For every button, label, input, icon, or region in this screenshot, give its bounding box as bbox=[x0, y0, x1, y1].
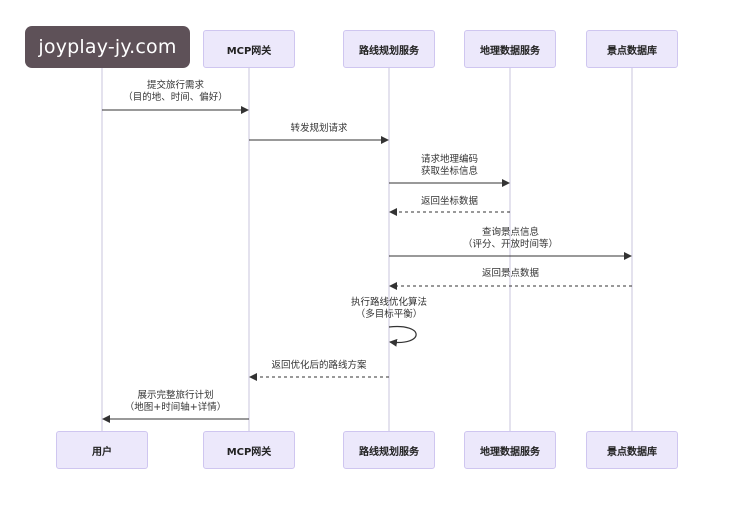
participant-label: 用户 bbox=[92, 446, 112, 458]
message-label-5: 查询景点信息（评分、开放时间等） bbox=[463, 227, 558, 251]
message-text-line: 执行路线优化算法 bbox=[350, 297, 428, 308]
watermark: joyplay-jy.com bbox=[25, 26, 190, 68]
message-text-line: 查询景点信息 bbox=[481, 227, 540, 238]
participant-label: MCP网关 bbox=[226, 446, 272, 458]
message-text-line: 获取坐标信息 bbox=[420, 166, 479, 177]
message-text-line: 返回优化后的路线方案 bbox=[271, 360, 367, 371]
participant-label: MCP网关 bbox=[226, 45, 272, 57]
message-arrow-self bbox=[388, 325, 417, 347]
participant-gateway-bottom: MCP网关 bbox=[203, 431, 295, 469]
participant-label: 路线规划服务 bbox=[359, 45, 419, 57]
message-label-4: 返回坐标数据 bbox=[421, 196, 478, 208]
message-text-line: 展示完整旅行计划 bbox=[137, 390, 214, 401]
message-text-line: （地图+时间轴+详情） bbox=[124, 402, 227, 413]
message-label-8: 返回优化后的路线方案 bbox=[271, 360, 366, 372]
message-label-9: 展示完整旅行计划（地图+时间轴+详情） bbox=[125, 390, 226, 414]
message-label-3: 请求地理编码获取坐标信息 bbox=[421, 154, 478, 178]
participant-poi-bottom: 景点数据库 bbox=[586, 431, 678, 469]
message-label-2: 转发规划请求 bbox=[290, 123, 347, 135]
message-text-line: 提交旅行需求 bbox=[146, 80, 205, 91]
participant-poi-top: 景点数据库 bbox=[586, 30, 678, 68]
participant-gateway-top: MCP网关 bbox=[203, 30, 295, 68]
message-text-line: 请求地理编码 bbox=[420, 154, 479, 165]
participant-user-bottom: 用户 bbox=[56, 431, 148, 469]
message-text-line: （目的地、时间、偏好） bbox=[123, 92, 228, 103]
message-label-1: 提交旅行需求（目的地、时间、偏好） bbox=[123, 80, 228, 104]
participant-label: 路线规划服务 bbox=[359, 446, 419, 458]
participant-planner-bottom: 路线规划服务 bbox=[343, 431, 435, 469]
message-text-line: 返回景点数据 bbox=[481, 268, 540, 279]
message-text-line: 返回坐标数据 bbox=[420, 196, 479, 207]
message-text-line: （多目标平衡） bbox=[355, 309, 423, 320]
watermark-text: joyplay-jy.com bbox=[38, 36, 177, 58]
message-label-7: 执行路线优化算法（多目标平衡） bbox=[351, 297, 427, 321]
participant-label: 地理数据服务 bbox=[480, 45, 540, 57]
participant-geo-top: 地理数据服务 bbox=[464, 30, 556, 68]
participant-label: 地理数据服务 bbox=[480, 446, 540, 458]
participant-geo-bottom: 地理数据服务 bbox=[464, 431, 556, 469]
participant-planner-top: 路线规划服务 bbox=[343, 30, 435, 68]
participant-label: 景点数据库 bbox=[607, 446, 657, 458]
participant-label: 景点数据库 bbox=[607, 45, 657, 57]
message-text-line: 转发规划请求 bbox=[290, 123, 348, 134]
message-text-line: （评分、开放时间等） bbox=[462, 239, 559, 250]
message-label-6: 返回景点数据 bbox=[482, 268, 539, 280]
